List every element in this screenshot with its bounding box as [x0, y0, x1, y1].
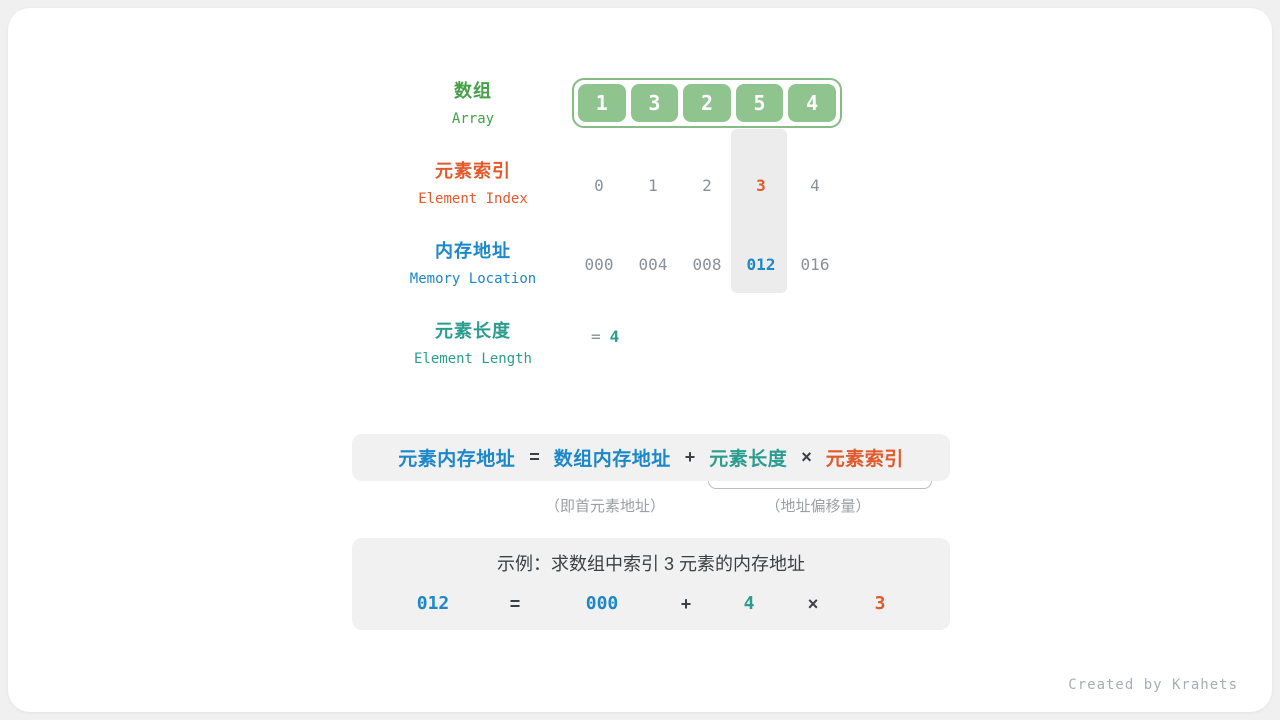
formula-op-plus: +	[684, 447, 696, 467]
example-index: 3	[874, 593, 886, 614]
array-cell: 2	[683, 84, 731, 122]
credit-text: Created by Krahets	[1068, 677, 1238, 693]
index-value-highlighted: 3	[756, 176, 766, 195]
array-cell: 5	[735, 84, 784, 122]
example-plus-sign: +	[680, 594, 692, 614]
array-container: 1 3 2 5 4	[572, 78, 842, 128]
example-equals-sign: =	[509, 594, 521, 614]
memory-value-highlighted: 012	[746, 255, 776, 274]
memory-row: 000 004 008 012 016	[572, 254, 842, 276]
array-cell: 4	[788, 84, 836, 122]
index-label-en: Element Index	[418, 191, 528, 207]
memory-value: 008	[692, 255, 722, 274]
formula-op-times: ×	[801, 447, 812, 467]
example-times-sign: ×	[807, 594, 819, 614]
length-equals-sign: =	[591, 327, 601, 346]
array-label-zh: 数组	[454, 81, 492, 101]
formula-term-result: 元素内存地址	[398, 449, 516, 470]
array-cell: 3	[630, 84, 679, 122]
memory-label-en: Memory Location	[409, 271, 537, 287]
formula-term-index: 元素索引	[825, 449, 904, 470]
formula-box: 元素内存地址 = 数组内存地址 + 元素长度 × 元素索引	[352, 434, 950, 481]
memory-label-group: 内存地址 Memory Location	[323, 239, 623, 288]
index-value: 2	[702, 176, 712, 195]
array-cell: 1	[578, 84, 626, 122]
example-base-address: 000	[585, 593, 619, 614]
length-label-group: 元素长度 Element Length	[323, 319, 623, 368]
length-label-en: Element Length	[413, 351, 532, 367]
length-value-row: = 4	[591, 326, 619, 348]
note-base-address: （即首元素地址）	[544, 498, 665, 515]
index-value: 0	[594, 176, 604, 195]
example-length: 4	[743, 593, 755, 614]
index-row: 0 1 2 3 4	[572, 175, 842, 197]
formula-term-length: 元素长度	[709, 449, 788, 470]
highlight-column	[731, 129, 787, 293]
memory-label-zh: 内存地址	[435, 241, 511, 261]
length-label-zh: 元素长度	[435, 321, 511, 341]
example-title: 示例：求数组中索引 3 元素的内存地址	[496, 554, 805, 574]
array-label-group: 数组 Array	[323, 79, 623, 128]
memory-value: 000	[584, 255, 614, 274]
formula-term-base: 数组内存地址	[553, 449, 671, 470]
index-label-zh: 元素索引	[435, 161, 511, 181]
index-value: 4	[810, 176, 820, 195]
formula-op-equals: =	[529, 447, 540, 467]
length-value: 4	[609, 327, 620, 346]
index-label-group: 元素索引 Element Index	[323, 159, 623, 208]
underbrace	[708, 481, 932, 489]
example-result: 012	[416, 593, 450, 614]
memory-value: 016	[800, 255, 830, 274]
note-address-offset: （地址偏移量）	[765, 498, 871, 515]
index-value: 1	[648, 176, 658, 195]
array-label-en: Array	[451, 111, 495, 127]
example-box	[352, 538, 950, 630]
memory-value: 004	[638, 255, 668, 274]
